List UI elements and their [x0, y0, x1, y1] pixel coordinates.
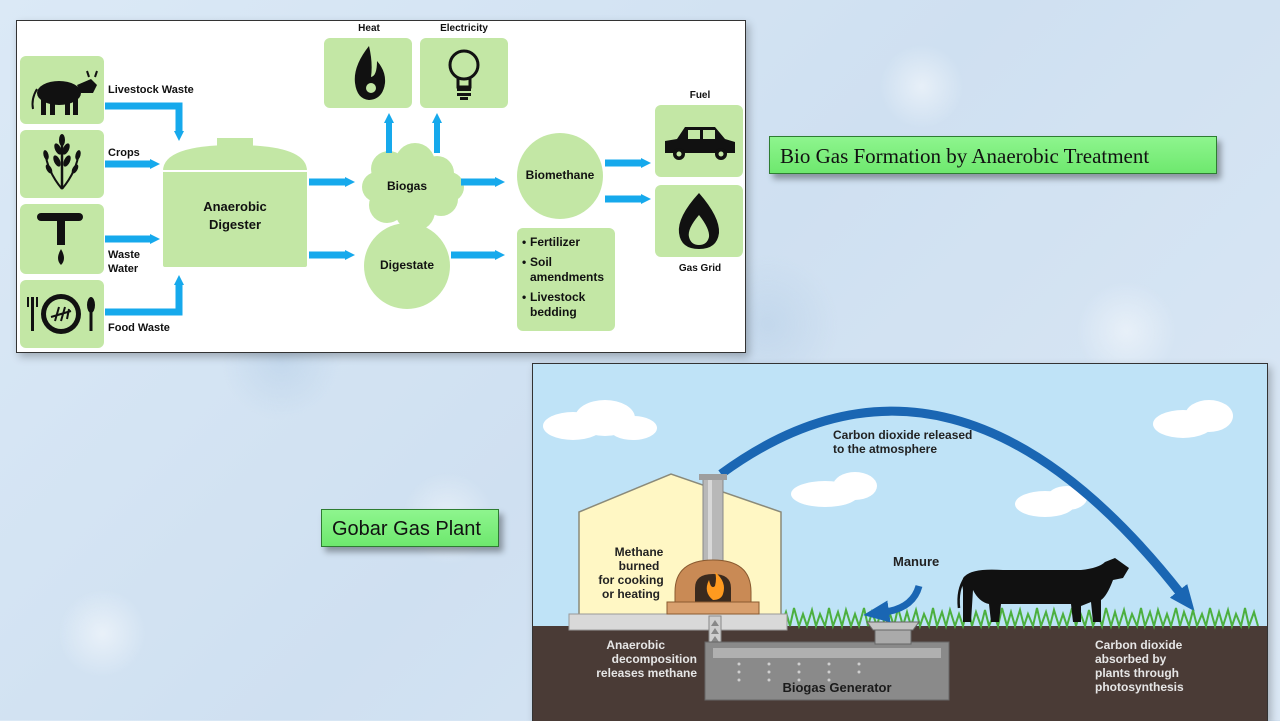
- fuel-box: [655, 105, 743, 177]
- electricity-label: Electricity: [440, 23, 488, 34]
- digester-label-line2: Digester: [209, 217, 261, 232]
- digester-arrows: [309, 177, 355, 260]
- livestock-waste-box: [20, 56, 104, 124]
- absorbed-line2: absorbed by: [1095, 652, 1167, 666]
- methane-line3: for cooking: [598, 573, 663, 587]
- flame-icon: [354, 46, 386, 100]
- wheat-icon: [43, 134, 81, 190]
- svg-text:•: •: [522, 235, 526, 249]
- gas-pipe-arrows: [711, 620, 719, 642]
- stove: [666, 559, 760, 615]
- electricity-box: [420, 38, 508, 108]
- absorbed-line4: photosynthesis: [1095, 680, 1184, 694]
- heat-label: Heat: [358, 23, 380, 34]
- methane-line2: burned: [619, 559, 660, 573]
- biogas-generator-label: Biogas Generator: [782, 680, 891, 695]
- svg-text:•: •: [522, 255, 526, 269]
- gas-grid-label: Gas Grid: [679, 263, 721, 274]
- biogas-flow-diagram: Livestock Waste Crops Waste Water Food W…: [16, 20, 746, 353]
- manure-arrow: [863, 584, 923, 623]
- livestock-waste-label: Livestock Waste: [108, 84, 194, 96]
- food-plate-icon: [27, 294, 95, 334]
- waste-water-label-line1: Waste: [108, 249, 140, 261]
- biomethane-label: Biomethane: [526, 168, 595, 182]
- crops-box: [20, 130, 104, 198]
- fuel-label: Fuel: [690, 90, 711, 101]
- co2-cycle-arrow: [718, 406, 1195, 612]
- cow-icon: [31, 70, 98, 115]
- svg-text:Soil: Soil: [530, 255, 552, 269]
- svg-text:Fertilizer: Fertilizer: [530, 235, 580, 249]
- input-arrows: [105, 102, 184, 316]
- anaerobic-line1: Anaerobic: [606, 638, 665, 652]
- flow-title-callout: Bio Gas Formation by Anaerobic Treatment: [769, 136, 1217, 174]
- biogas-label: Biogas: [387, 179, 427, 193]
- absorbed-line1: Carbon dioxide: [1095, 638, 1183, 652]
- absorbed-line3: plants through: [1095, 666, 1179, 680]
- faucet-icon: [37, 213, 83, 265]
- light-bulb-icon: [448, 49, 480, 100]
- biogas-up-arrows: [384, 113, 442, 153]
- cow-silhouette: [957, 558, 1129, 622]
- biogas-cloud: [362, 143, 464, 231]
- methane-line4: or heating: [602, 587, 660, 601]
- fire-icon: [706, 572, 724, 600]
- svg-text:Livestock: Livestock: [530, 290, 586, 304]
- right-arrows: [451, 158, 651, 260]
- co2-released-line2: to the atmosphere: [833, 442, 937, 456]
- biomethane-circle: [517, 133, 603, 219]
- food-waste-box: [20, 280, 104, 348]
- anaerobic-line2: decomposition: [612, 652, 697, 666]
- heat-box: [324, 38, 412, 108]
- digester-label-line1: Anaerobic: [203, 199, 267, 214]
- digestate-label: Digestate: [380, 258, 434, 272]
- flow-diagram-svg: Livestock Waste Crops Waste Water Food W…: [20, 23, 743, 348]
- clouds: [543, 400, 1233, 517]
- svg-text:bedding: bedding: [530, 305, 577, 319]
- food-waste-arrow: [105, 275, 184, 316]
- crops-label: Crops: [108, 147, 140, 159]
- anaerobic-line3: releases methane: [596, 666, 697, 680]
- livestock-arrow: [105, 102, 184, 141]
- car-icon: [665, 127, 735, 160]
- anaerobic-digester: [163, 138, 307, 267]
- grass: [772, 606, 1259, 630]
- gas-grid-box: [655, 185, 743, 257]
- biogas-generator: [704, 621, 950, 701]
- plant-title-callout: Gobar Gas Plant: [321, 509, 499, 547]
- food-waste-label: Food Waste: [108, 322, 170, 334]
- co2-released-line1: Carbon dioxide released: [833, 428, 972, 442]
- digestate-products-box: [517, 228, 615, 331]
- digestate-circle: [364, 223, 450, 309]
- product-soil-amendments: • Soil amendments: [522, 255, 604, 284]
- product-fertilizer: • Fertilizer: [522, 235, 580, 249]
- methane-line1: Methane: [615, 545, 664, 559]
- manure-label: Manure: [893, 554, 939, 569]
- svg-text:amendments: amendments: [530, 270, 604, 284]
- plant-illustration-svg: Carbon dioxide released to the atmospher…: [533, 364, 1267, 721]
- gas-flame-icon: [678, 193, 720, 249]
- waste-water-box: [20, 204, 104, 274]
- svg-text:•: •: [522, 290, 526, 304]
- product-livestock-bedding: • Livestock bedding: [522, 290, 586, 319]
- gobar-gas-plant-illustration: Carbon dioxide released to the atmospher…: [532, 363, 1268, 721]
- waste-water-label-line2: Water: [108, 263, 139, 275]
